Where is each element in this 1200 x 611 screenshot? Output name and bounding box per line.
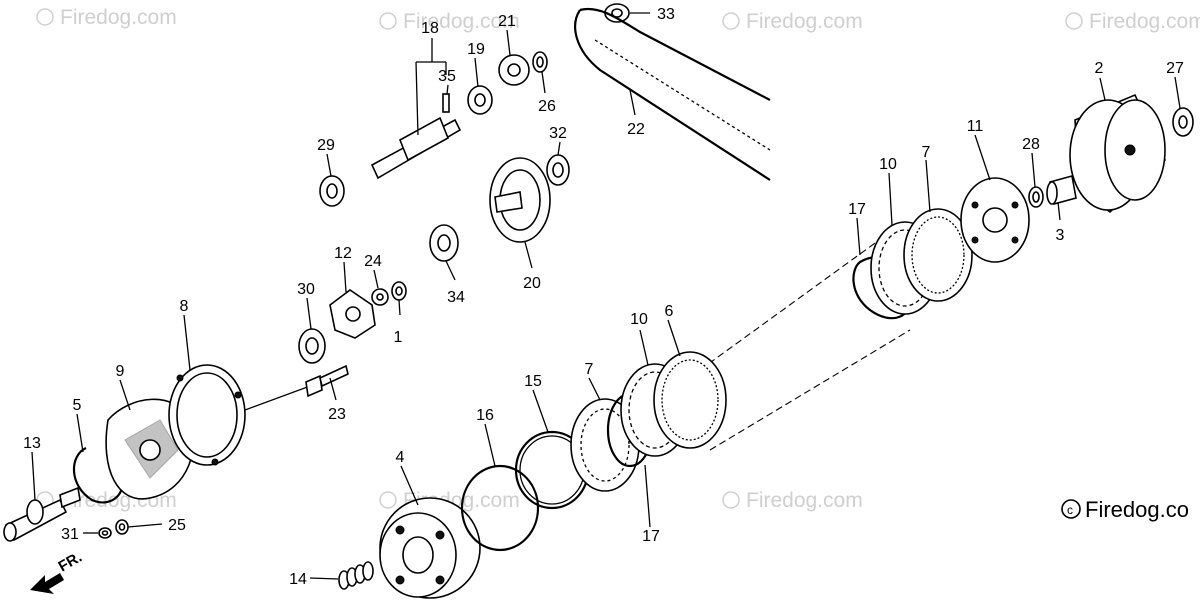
watermark-1: Firedog.com bbox=[36, 6, 177, 29]
part-13-shaft bbox=[3, 486, 81, 542]
copyright-text: Firedog.co bbox=[1085, 497, 1189, 522]
part-19-gear bbox=[467, 85, 493, 115]
callout-26: 26 bbox=[538, 98, 556, 115]
copyright-icon bbox=[1061, 499, 1081, 519]
callout-27: 27 bbox=[1166, 60, 1184, 77]
part-5-circlip bbox=[72, 446, 124, 504]
callout-2: 2 bbox=[1095, 60, 1104, 77]
callout-9: 9 bbox=[116, 363, 125, 380]
callout-31: 31 bbox=[61, 526, 79, 543]
callout-17-front: 17 bbox=[642, 528, 660, 545]
axis-dash-upper bbox=[699, 224, 901, 371]
callout-3: 3 bbox=[1056, 227, 1065, 244]
callout-8: 8 bbox=[180, 298, 189, 315]
callout-25: 25 bbox=[168, 517, 186, 534]
callout-28: 28 bbox=[1022, 136, 1040, 153]
part-29-bearing bbox=[319, 175, 345, 207]
callout-33: 33 bbox=[657, 6, 675, 23]
watermark-text: Firedog.com bbox=[1089, 10, 1200, 33]
callout-15: 15 bbox=[524, 373, 542, 390]
callout-7-front: 7 bbox=[585, 361, 594, 378]
watermark-text: Firedog.com bbox=[60, 6, 177, 29]
part-25-washer bbox=[115, 519, 129, 535]
callout-4: 4 bbox=[396, 449, 405, 466]
part-2-clutch-outer bbox=[1069, 93, 1166, 214]
callout-1: 1 bbox=[394, 329, 403, 346]
watermark-4: Firedog.com bbox=[1065, 10, 1200, 33]
part-33-bearing bbox=[604, 3, 630, 23]
watermark-text: Firedog.com bbox=[403, 10, 520, 33]
callouts: 1 2 3 4 5 6 7 7 8 9 10 10 11 12 13 14 15… bbox=[23, 6, 1184, 588]
part-16-ring bbox=[460, 464, 540, 552]
part-21-gear bbox=[498, 54, 530, 86]
callout-24: 24 bbox=[364, 253, 382, 270]
callout-10-back: 10 bbox=[879, 156, 897, 173]
part-4-clutch-hub bbox=[379, 497, 481, 599]
callout-21: 21 bbox=[498, 13, 516, 30]
callout-12: 12 bbox=[334, 245, 352, 262]
callout-19: 19 bbox=[467, 41, 485, 58]
callout-11: 11 bbox=[967, 118, 984, 135]
callout-7-back: 7 bbox=[922, 144, 931, 161]
part-35-pin bbox=[442, 93, 450, 113]
part-30-bearing bbox=[298, 328, 326, 364]
part-20-gear bbox=[489, 157, 551, 243]
part-24-gear bbox=[371, 288, 389, 306]
watermark-text: Firedog.com bbox=[746, 10, 863, 33]
callout-22: 22 bbox=[627, 121, 645, 138]
callout-34: 34 bbox=[447, 289, 465, 306]
part-23-bolt bbox=[305, 364, 349, 398]
part-6-disk bbox=[653, 351, 727, 449]
callout-10-front: 10 bbox=[630, 311, 648, 328]
part-3-collar bbox=[1046, 174, 1077, 206]
leader-lines bbox=[31, 12, 1181, 580]
front-direction-indicator: FR. bbox=[30, 549, 85, 594]
arrow-left-down-icon bbox=[30, 573, 64, 594]
callout-23: 23 bbox=[328, 406, 346, 423]
watermark-2: Firedog.com bbox=[379, 10, 520, 33]
callout-35: 35 bbox=[438, 68, 456, 85]
callout-30: 30 bbox=[297, 281, 315, 298]
callout-29: 29 bbox=[317, 137, 335, 154]
callout-14: 14 bbox=[289, 571, 307, 588]
part-22-chain bbox=[574, 7, 771, 181]
part-27-washer bbox=[1172, 107, 1194, 137]
watermark-text: Firedog.com bbox=[746, 489, 863, 512]
part-12-cam-plate bbox=[329, 289, 376, 339]
callout-16: 16 bbox=[476, 407, 494, 424]
callout-6: 6 bbox=[665, 303, 674, 320]
callout-20: 20 bbox=[523, 275, 541, 292]
callout-32: 32 bbox=[549, 125, 567, 142]
part-26-washer bbox=[532, 51, 548, 73]
part-18-shaft bbox=[370, 116, 462, 180]
part-7-plate-back bbox=[903, 208, 973, 302]
callout-13: 13 bbox=[23, 435, 41, 452]
callout-5: 5 bbox=[73, 397, 82, 414]
callout-18: 18 bbox=[421, 20, 439, 37]
part-31-nut bbox=[98, 527, 112, 539]
part-32-bearing bbox=[546, 154, 570, 186]
part-11-pressure-plate bbox=[960, 177, 1030, 263]
part-8-plate bbox=[168, 364, 246, 466]
svg-text:c: c bbox=[1067, 503, 1073, 517]
part-14-spring bbox=[338, 561, 374, 590]
callout-17-back: 17 bbox=[848, 201, 866, 218]
copyright-mark: c Firedog.co bbox=[1061, 497, 1189, 522]
direction-label: FR. bbox=[56, 549, 85, 576]
watermark-7: Firedog.com bbox=[722, 489, 863, 512]
part-1-washer bbox=[391, 281, 407, 301]
part-34-bearing bbox=[429, 224, 459, 262]
watermark-3: Firedog.com bbox=[722, 10, 863, 33]
axis-dash-lower bbox=[709, 329, 911, 451]
part-28-washer bbox=[1028, 186, 1044, 208]
